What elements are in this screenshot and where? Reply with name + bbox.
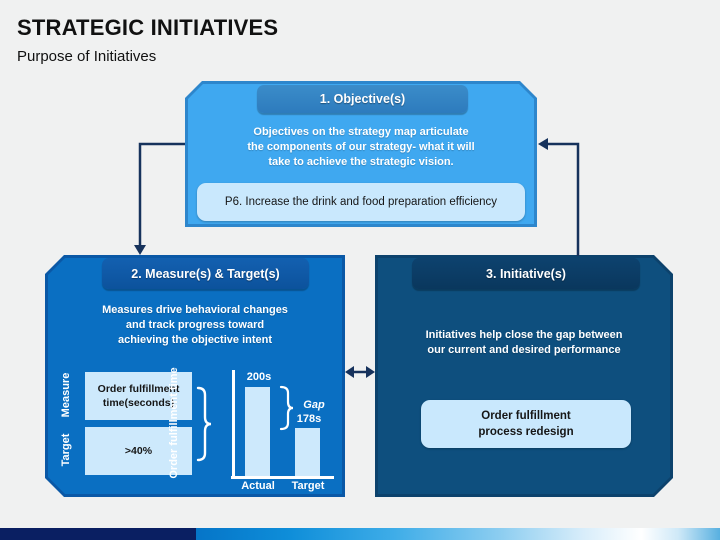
initiatives-callout: Order fulfillment process redesign (421, 400, 631, 448)
group-brace-icon (195, 386, 213, 462)
initiatives-header-tab: 3. Initiative(s) (412, 258, 640, 289)
objectives-body-text: Objectives on the strategy map articulat… (247, 126, 475, 168)
objectives-header-tab: 1. Objective(s) (257, 85, 468, 113)
arrow-initiatives-to-objectives (548, 142, 580, 256)
objectives-callout: P6. Increase the drink and food preparat… (197, 183, 525, 221)
measures-body-text: Measures drive behavioral changes and tr… (102, 304, 288, 346)
tick-label-target: Target (291, 480, 325, 492)
gap-brace-icon (279, 385, 295, 431)
measures-header-label: 2. Measure(s) & Target(s) (131, 266, 280, 281)
value-label-target: 178s (296, 413, 322, 425)
objectives-box: 1. Objective(s) Objectives on the strate… (185, 81, 537, 227)
measure-value-box: Order fulfillment time(seconds) (85, 372, 192, 420)
footer-bar-navy (0, 528, 196, 540)
arrowhead-right-icon (366, 366, 375, 378)
objectives-header-label: 1. Objective(s) (319, 92, 406, 106)
target-value-box: >40% (85, 427, 192, 475)
arrowhead-left-icon (345, 366, 354, 378)
initiatives-box-fill (378, 258, 670, 494)
target-row-label: Target (60, 433, 72, 467)
tick-label-actual: Actual (241, 480, 275, 492)
bar-actual (245, 387, 270, 476)
initiatives-header-label: 3. Initiative(s) (486, 266, 566, 281)
measures-box: 2. Measure(s) & Target(s) Measures drive… (45, 255, 345, 497)
chart-y-axis-label: Order fulfillment time (168, 367, 180, 479)
page-subtitle: Purpose of Initiatives (17, 48, 157, 65)
page-title: STRATEGIC INITIATIVES (17, 15, 279, 40)
measures-header-tab: 2. Measure(s) & Target(s) (102, 258, 309, 289)
value-label-actual: 200s (246, 371, 272, 383)
y-axis-line (232, 370, 235, 478)
arrowhead-left-icon (538, 138, 548, 150)
bar-target (295, 428, 320, 476)
arrowhead-down-icon (134, 245, 146, 255)
initiatives-box: 3. Initiative(s) Initiatives help close … (375, 255, 673, 497)
x-axis-line (231, 476, 334, 479)
objectives-callout-label: P6. Increase the drink and food preparat… (224, 196, 498, 208)
initiatives-body-text: Initiatives help close the gap between o… (425, 329, 623, 356)
gap-annotation-label: Gap (303, 399, 325, 411)
measure-row-label: Measure (60, 372, 72, 418)
arrow-objectives-to-measures (138, 142, 185, 246)
footer-bar-gradient (196, 528, 720, 540)
